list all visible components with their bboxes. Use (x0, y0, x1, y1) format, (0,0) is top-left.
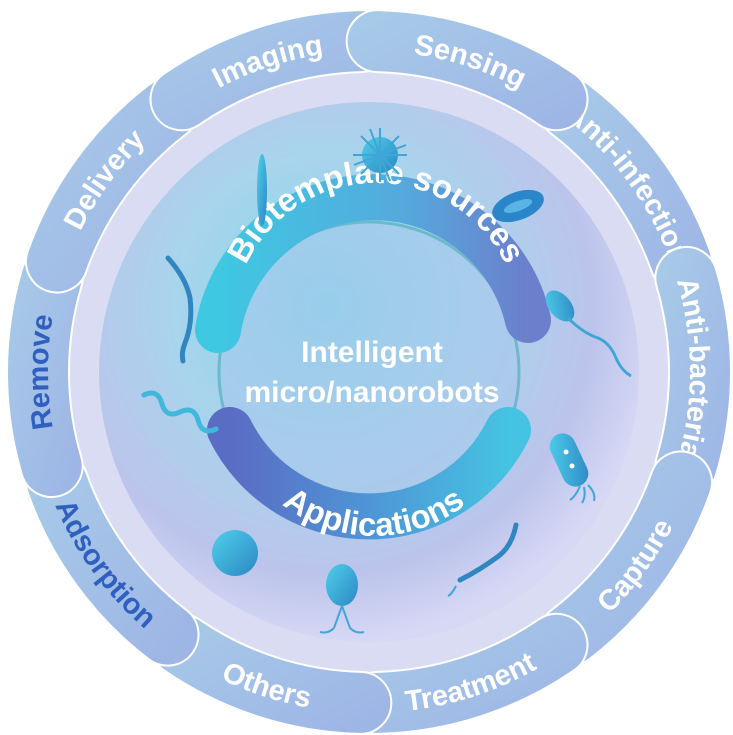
center-title-line1: Intelligent (301, 336, 443, 369)
segment-others (149, 612, 393, 735)
segment-treatment (345, 612, 589, 735)
segment-remove (6, 246, 84, 498)
applications-arc (207, 407, 531, 540)
rod-bacterium-icon (257, 154, 267, 226)
sperm-cell-icon (319, 564, 365, 634)
segment-adsorption (25, 450, 200, 667)
red-blood-cell-icon (492, 189, 544, 223)
segment-anti-bacterial (654, 246, 733, 498)
segment-sensing (345, 9, 589, 132)
segment-capture (538, 450, 713, 667)
segment-label: Remove (23, 312, 60, 432)
spiky-virus-icon (353, 128, 407, 182)
worm-icon (165, 255, 194, 364)
capsule-bacterium-icon (549, 433, 596, 504)
flagellated-bacterium-icon (545, 290, 632, 378)
biotemplate-sources-arc (195, 174, 551, 353)
spirochete-icon (447, 522, 519, 597)
segment-imaging (149, 9, 393, 132)
spirillum-icon (141, 390, 219, 434)
center-title-line2: micro/nanorobots (244, 376, 499, 409)
segment-delivery (25, 77, 200, 294)
spore-icon (212, 530, 258, 576)
